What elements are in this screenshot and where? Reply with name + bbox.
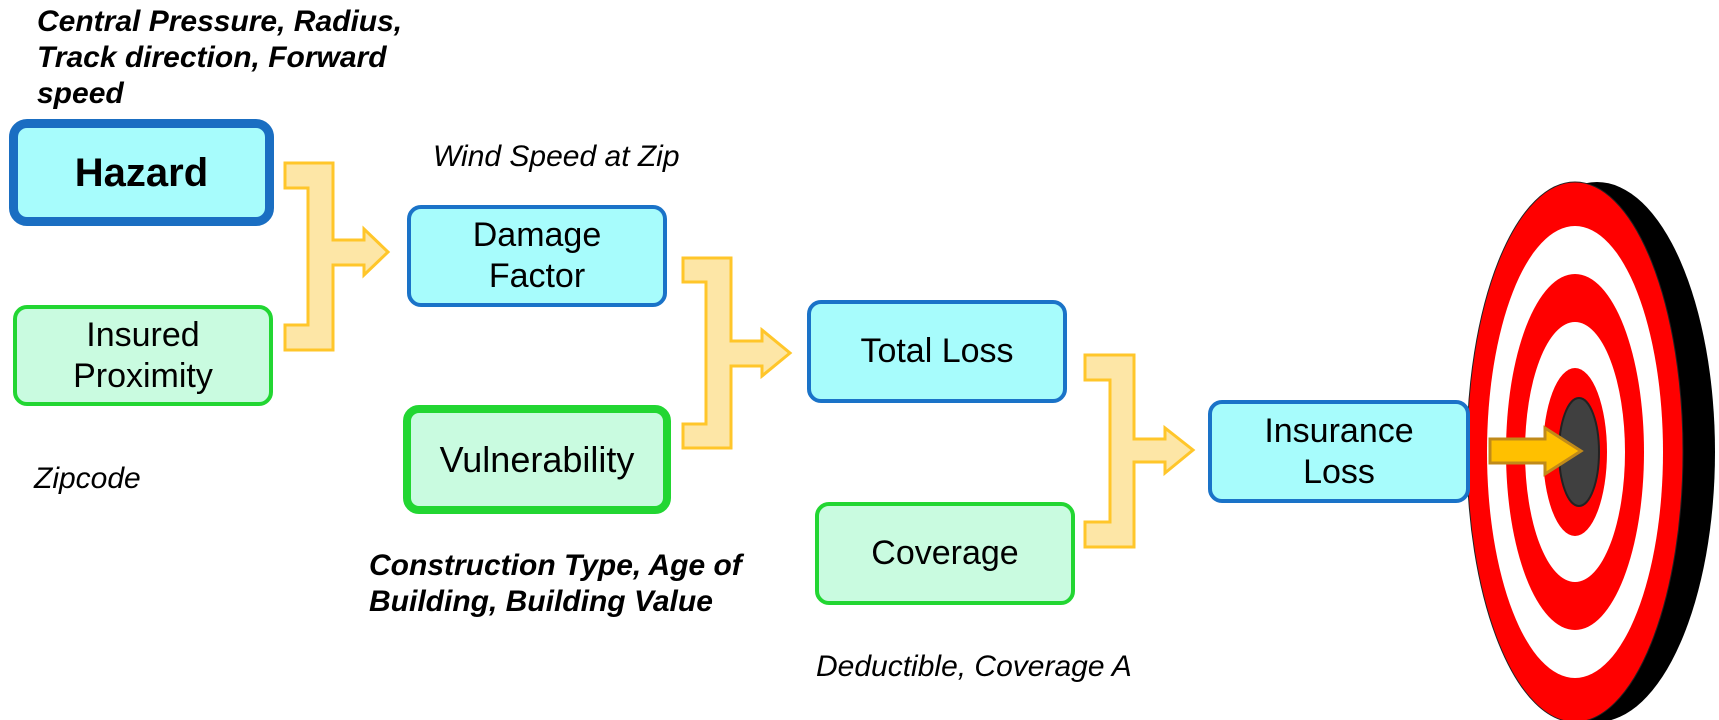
- coverage-inputs-label: Deductible, Coverage A: [816, 650, 1132, 683]
- coverage-node: Coverage: [815, 502, 1075, 605]
- coverage-node-label: Coverage: [871, 534, 1019, 573]
- arrow-icon: [1488, 425, 1584, 477]
- vulnerability-node-label: Vulnerability: [439, 438, 635, 480]
- insurance-loss-node-label: Insurance Loss: [1264, 411, 1414, 491]
- hazard-node: Hazard: [9, 119, 274, 226]
- vulnerability-inputs-label: Construction Type, Age of Building, Buil…: [369, 549, 742, 618]
- merge-connector-3: [1083, 353, 1196, 549]
- damage-output-label: Wind Speed at Zip: [433, 140, 680, 173]
- hazard-node-label: Hazard: [74, 150, 209, 195]
- merge-connector-2: [681, 256, 793, 450]
- merge-connector-1: [283, 161, 391, 352]
- proximity-inputs-label: Zipcode: [34, 462, 141, 495]
- hazard-inputs-label: Central Pressure, Radius, Track directio…: [37, 5, 403, 110]
- insured-proximity-node: Insured Proximity: [13, 305, 273, 406]
- vulnerability-node: Vulnerability: [403, 405, 671, 514]
- damage-factor-node-label: Damage Factor: [472, 216, 602, 295]
- insured-proximity-node-label: Insured Proximity: [73, 315, 213, 395]
- total-loss-node: Total Loss: [807, 300, 1067, 403]
- insurance-loss-node: Insurance Loss: [1208, 400, 1470, 503]
- total-loss-node-label: Total Loss: [860, 332, 1014, 371]
- damage-factor-node: Damage Factor: [407, 205, 667, 307]
